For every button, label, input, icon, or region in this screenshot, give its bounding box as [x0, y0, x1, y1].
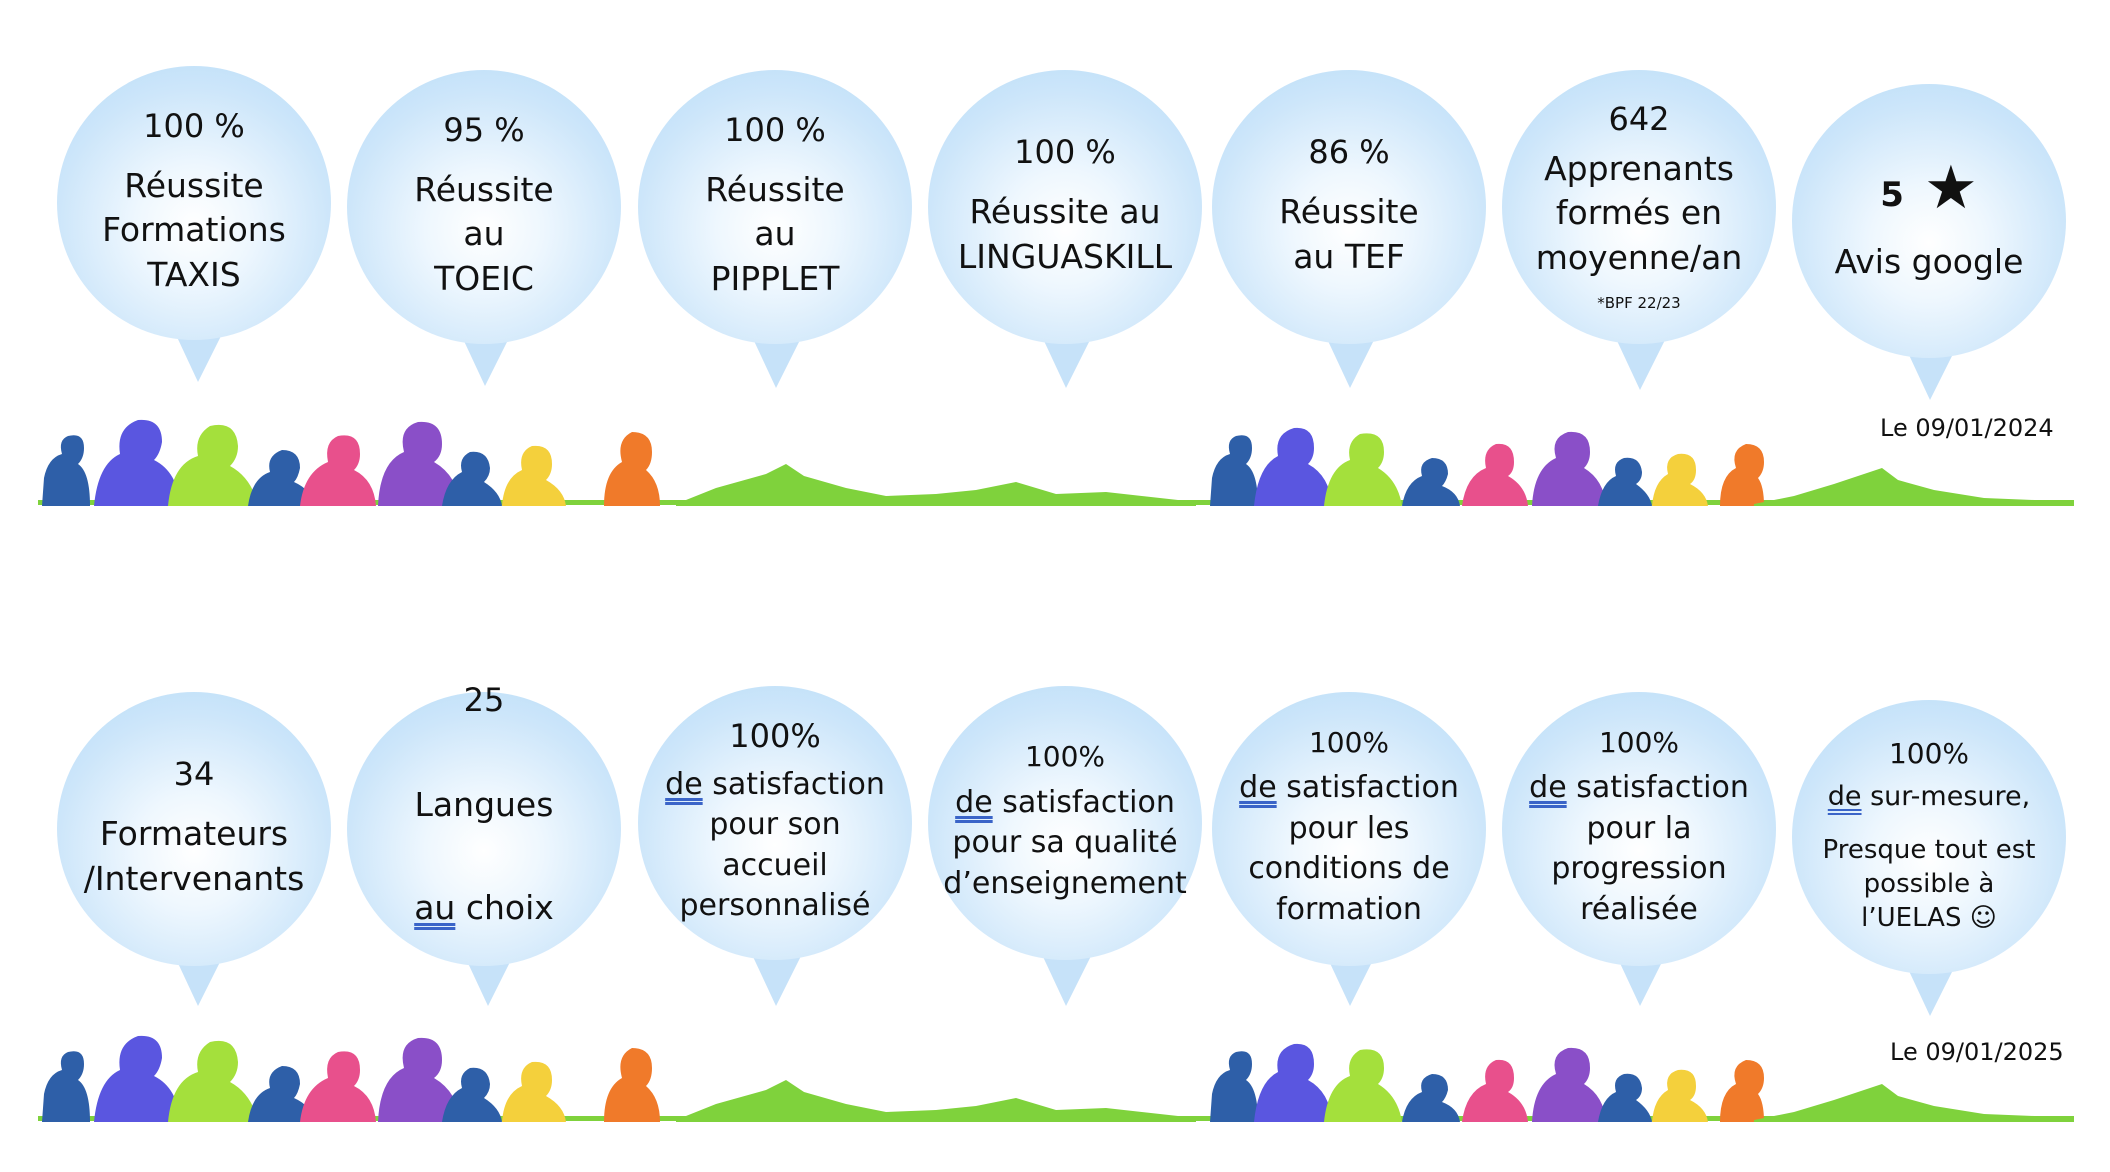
underlined-word: de	[955, 784, 993, 820]
underlined-word: de	[665, 766, 703, 802]
stat-bubble-toeic: 95 % Réussite au TOEIC	[347, 70, 621, 344]
rating-value: 5	[1880, 174, 1904, 215]
people-silhouettes-left	[42, 1035, 660, 1122]
stat-bubble-taxis: 100 % Réussite Formations TAXIS	[57, 66, 331, 340]
stat-value: 34	[173, 754, 215, 793]
stat-label: Réussite au PIPPLET	[705, 169, 845, 298]
stat-value: 100 %	[724, 110, 826, 149]
stat-bubble-pipplet: 100 % Réussite au PIPPLET	[638, 70, 912, 344]
stat-label: Langues au choix	[414, 738, 554, 975]
stat-label: de sur-mesure,	[1828, 779, 2030, 815]
label-rest: satisfaction pour son accueil personnali…	[679, 766, 885, 924]
stat-bubble-apprenants: 642 Apprenants formés en moyenne/an *BPF…	[1502, 70, 1776, 344]
label-rest: sur-mesure,	[1861, 781, 2031, 813]
date-label: Le 09/01/2024	[1880, 414, 2054, 442]
label-line: au choix	[414, 886, 554, 931]
stat-bubble-conditions: 100% de satisfaction pour les conditions…	[1212, 692, 1486, 966]
stat-label: Réussite au TOEIC	[414, 169, 554, 298]
underlined-word: de	[1239, 770, 1277, 806]
stat-label: de satisfaction pour la progression réal…	[1529, 768, 1749, 930]
stat-bubble-progression: 100% de satisfaction pour la progression…	[1502, 692, 1776, 966]
label-rest: satisfaction pour la progression réalisé…	[1551, 770, 1749, 927]
stat-value: 100%	[729, 717, 821, 756]
stat-label: Réussite au TEF	[1279, 192, 1419, 276]
banner-2024: 100 % Réussite Formations TAXIS 95 % Réu…	[0, 0, 2110, 506]
label-line: Langues	[414, 784, 554, 824]
stat-bubble-enseignement: 100% de satisfaction pour sa qualité d’e…	[928, 686, 1202, 960]
label-rest: choix	[455, 887, 554, 927]
stat-label: Réussite au LINGUASKILL	[957, 192, 1173, 276]
stat-bubble-langues: 25 Langues au choix	[347, 682, 621, 966]
banner-2025: 34 Formateurs /Intervenants 25 Langues a…	[0, 620, 2110, 1122]
stat-label: Formateurs /Intervenants	[83, 814, 305, 898]
stat-value: 100 %	[143, 106, 245, 145]
stat-label: de satisfaction pour sa qualité d’enseig…	[943, 783, 1186, 905]
stat-bubble-tef: 86 % Réussite au TEF	[1212, 70, 1486, 344]
stat-bubble-sur-mesure: 100% de sur-mesure, Presque tout est pos…	[1792, 700, 2066, 974]
stat-value: 100%	[1308, 725, 1390, 759]
stat-bubble-accueil: 100% de satisfaction pour son accueil pe…	[638, 686, 912, 960]
people-silhouettes-left	[42, 419, 660, 506]
stat-label: Réussite Formations TAXIS	[102, 165, 286, 294]
green-hills-right	[1754, 468, 2074, 506]
green-hills-left	[676, 1080, 1196, 1122]
stat-label: Apprenants formés en moyenne/an	[1535, 148, 1743, 277]
underlined-word: au	[414, 887, 456, 927]
stat-label: de satisfaction pour les conditions de f…	[1239, 768, 1459, 930]
star-icon: ★	[1923, 152, 1978, 223]
label-rest: satisfaction pour les conditions de form…	[1248, 770, 1459, 927]
people-silhouettes-right	[1210, 427, 1764, 506]
stat-value: 100%	[1598, 725, 1680, 759]
underlined-word: de	[1529, 770, 1567, 806]
stat-label: Avis google	[1834, 241, 2024, 281]
stat-value: 100 %	[1014, 132, 1116, 171]
stat-value: 25	[463, 681, 505, 720]
stat-label: de satisfaction pour son accueil personn…	[665, 765, 885, 927]
stat-bubble-google: 5 ★ Avis google	[1792, 84, 2066, 358]
stat-value: 100%	[1024, 739, 1106, 773]
rating-row: 5 ★	[1880, 158, 1977, 218]
stat-value: 100%	[1888, 736, 1970, 770]
green-hills-left	[676, 464, 1196, 506]
stat-bubble-linguaskill: 100 % Réussite au LINGUASKILL	[928, 70, 1202, 344]
stat-value: 95 %	[443, 110, 525, 149]
green-hills-right	[1754, 1084, 2074, 1122]
underlined-word: de	[1827, 781, 1862, 813]
date-label: Le 09/01/2025	[1890, 1038, 2064, 1066]
stat-value: 642	[1608, 99, 1670, 138]
stat-value: 86 %	[1308, 132, 1390, 171]
label-rest: satisfaction pour sa qualité d’enseignem…	[943, 784, 1187, 901]
source-note: *BPF 22/23	[1597, 294, 1681, 313]
stat-extra: Presque tout est possible à l’UELAS ☺	[1822, 834, 2036, 933]
people-silhouettes-right	[1210, 1043, 1764, 1122]
stat-bubble-formateurs: 34 Formateurs /Intervenants	[57, 692, 331, 966]
